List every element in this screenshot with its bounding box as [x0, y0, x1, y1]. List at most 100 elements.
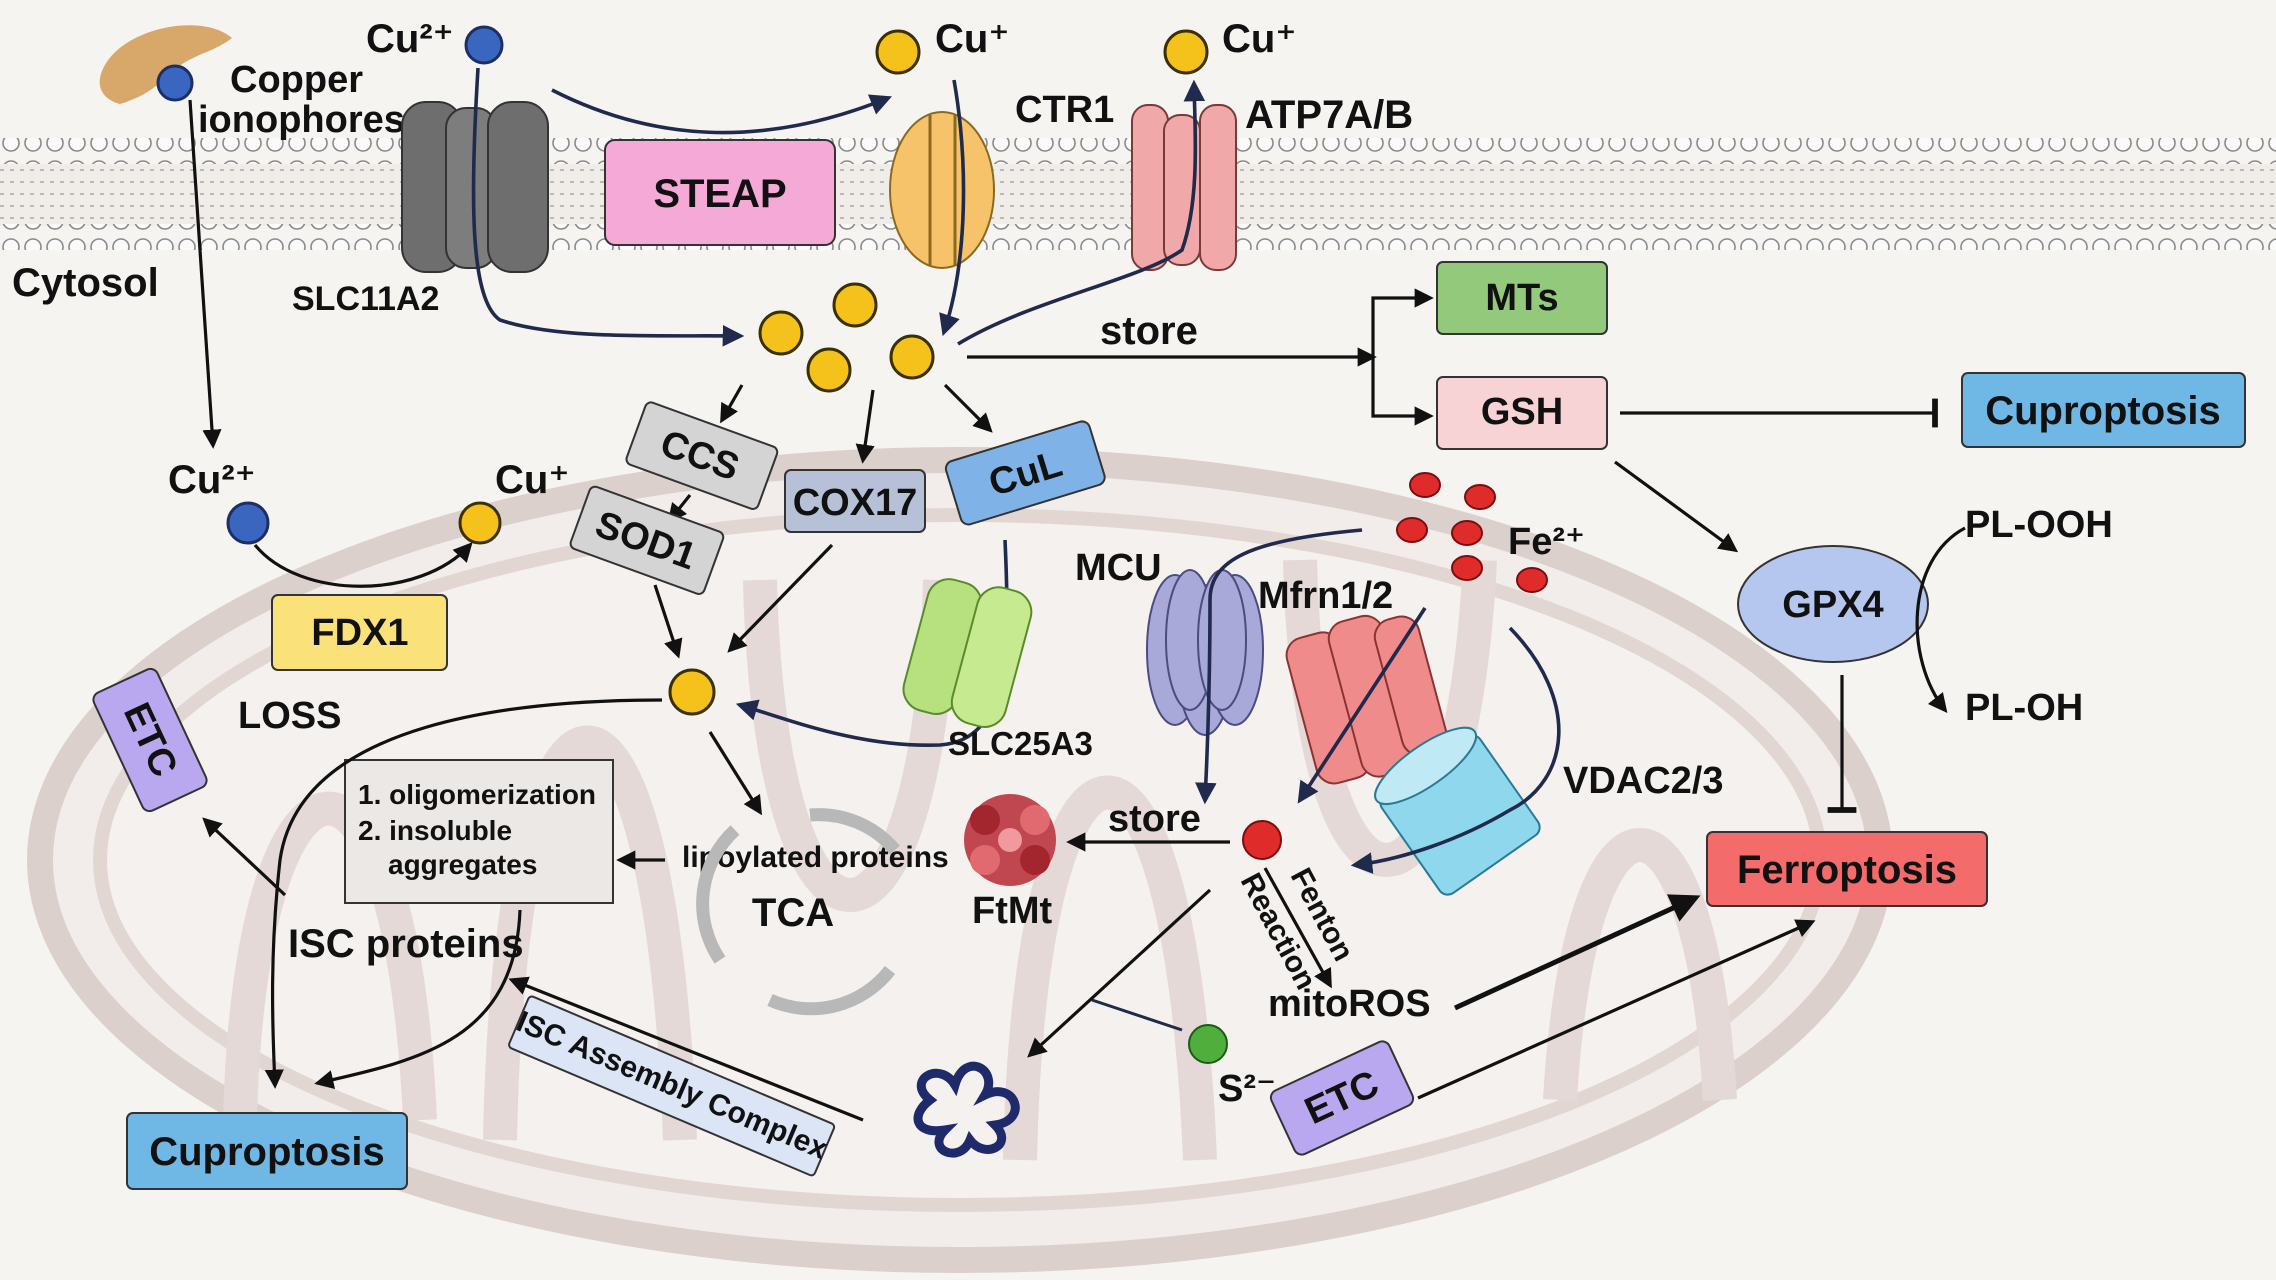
etc-left-box — [92, 667, 208, 813]
cu2-ion-top — [464, 25, 504, 65]
cu-to-tca-arrow — [708, 731, 763, 816]
list-item-2: 2. insoluble — [358, 815, 512, 846]
mito-cu1-label: Cu⁺ — [495, 458, 569, 502]
steap-label: STEAP — [653, 172, 786, 216]
tca-cycle-icon — [696, 808, 900, 1016]
gsh-box — [1436, 376, 1608, 450]
atp7-export-arrow — [957, 79, 1206, 346]
list-item-3: aggregates — [388, 849, 537, 880]
ctr1-label: CTR1 — [1015, 89, 1114, 131]
isc-to-etc-arrow — [202, 817, 287, 897]
cox17-box — [784, 469, 926, 533]
pl-oh-label: PL-OH — [1965, 687, 2083, 729]
fdx1-label: FDX1 — [311, 612, 408, 654]
slc25a3-label: SLC25A3 — [948, 725, 1093, 762]
cytosol-label: Cytosol — [12, 261, 159, 305]
ftmt-label: FtMt — [972, 890, 1053, 932]
mfrn-label: Mfrn1/2 — [1258, 575, 1393, 617]
mcu-label: MCU — [1075, 547, 1162, 589]
store-cyto-label: store — [1100, 309, 1198, 353]
vdac-channel — [1374, 726, 1541, 896]
fenton-arrow — [1263, 867, 1332, 989]
cytosolic-cu-pool — [758, 282, 935, 393]
steap-box — [604, 139, 836, 246]
tca-label: TCA — [752, 891, 834, 935]
mitoros-to-ferroptosis-arrow — [1453, 894, 1701, 1011]
cu2-top-label: Cu²⁺ — [366, 17, 454, 61]
cuproptosis-left-label: Cuproptosis — [149, 1130, 385, 1174]
gsh-label: GSH — [1481, 391, 1563, 433]
store-to-gsh-arrow — [1371, 357, 1434, 426]
atp7ab-label: ATP7A/B — [1245, 93, 1413, 137]
fe2-label: Fe²⁺ — [1508, 521, 1585, 563]
copper-ionophore-icon — [99, 25, 232, 104]
cuproptosis-right-label: Cuproptosis — [1985, 389, 2221, 433]
mcu-fe-import-arrow — [1195, 528, 1363, 805]
cuproptosis-box-left — [126, 1112, 408, 1190]
isc-assembly-arrow — [508, 976, 864, 1122]
gsh-to-gpx4-arrow — [1614, 460, 1739, 553]
mito-cu1-reduced-ion — [458, 501, 502, 545]
sod1-to-mito-cu-arrow — [653, 584, 683, 659]
mito-cu1-ion — [668, 668, 716, 716]
ionophore-entry-arrow — [188, 99, 222, 449]
ftmt-icon — [964, 794, 1056, 886]
atp7ab-transporter — [1131, 104, 1237, 271]
gpx4-label: GPX4 — [1782, 584, 1883, 626]
steap-reduction-arrow — [551, 88, 893, 135]
vdac-fe-import-arrow — [1350, 626, 1561, 874]
cu1-export-label: Cu⁺ — [1222, 17, 1296, 61]
fe2-ion-cluster — [1396, 472, 1548, 593]
cu1-ion-export — [1163, 29, 1209, 75]
cu1-top-label: Cu⁺ — [935, 17, 1009, 61]
mfrn-transporter — [1285, 614, 1448, 785]
mito-fe-ion — [1242, 820, 1282, 860]
cox17-label: COX17 — [793, 482, 918, 524]
ferroptosis-box — [1706, 831, 1988, 907]
mcu-channel — [1146, 569, 1264, 736]
sulfide-link — [1091, 998, 1183, 1032]
etc-right-box — [1269, 1040, 1415, 1156]
fdx1-reduction-arrow — [253, 542, 473, 588]
slc11a2-transporter — [401, 101, 549, 273]
cu-to-cuproptosis-arrow — [264, 698, 663, 1089]
loss-label: LOSS — [238, 695, 341, 737]
store-to-mts-arrow — [1371, 288, 1434, 357]
etc-to-ferroptosis-arrow — [1417, 919, 1816, 1100]
ctr1-transporter — [889, 111, 995, 269]
cuproptosis-box-right — [1961, 372, 2246, 448]
cu1-ion-top — [875, 29, 921, 75]
list-item-1: 1. oligomerization — [358, 779, 596, 810]
cox17-to-mito-cu-arrow — [727, 543, 834, 653]
mts-box — [1436, 261, 1608, 335]
mfrn-fe-import-arrow — [1297, 607, 1427, 804]
ccs-box — [625, 401, 779, 510]
sulfide-ion — [1188, 1024, 1228, 1064]
aggregation-list-box — [344, 759, 614, 904]
protein-aggregate-icon — [913, 1061, 1020, 1158]
pool-to-cox17-arrow — [855, 389, 875, 464]
sod1-box — [569, 485, 725, 595]
gpx4-ellipse — [1737, 545, 1929, 663]
ionophore-label-1: Copper — [230, 59, 363, 101]
mts-label: MTs — [1485, 277, 1558, 319]
slc11a2-label: SLC11A2 — [292, 280, 439, 318]
mito-cu2-ion — [226, 501, 270, 545]
fe-to-protein-arrow — [1027, 888, 1212, 1058]
mitoros-label: mitoROS — [1268, 983, 1431, 1025]
s2-label: S²⁻ — [1218, 1068, 1276, 1110]
fdx1-box — [271, 594, 448, 671]
plooh-to-ploh-arrow — [1915, 526, 1966, 714]
vdac-label: VDAC2/3 — [1563, 760, 1724, 802]
mito-cu2-label: Cu²⁺ — [168, 458, 256, 502]
ionophore-label-2: ionophores — [198, 99, 405, 141]
slc11a2-import-arrow — [471, 67, 745, 347]
pool-to-ccs-arrow — [720, 384, 744, 424]
store-mito-label: store — [1108, 798, 1201, 840]
cul-box — [944, 420, 1106, 526]
slc25a3-transporter — [902, 578, 1033, 728]
ferroptosis-label: Ferroptosis — [1737, 848, 1957, 892]
pl-ooh-label: PL-OOH — [1965, 504, 2113, 546]
